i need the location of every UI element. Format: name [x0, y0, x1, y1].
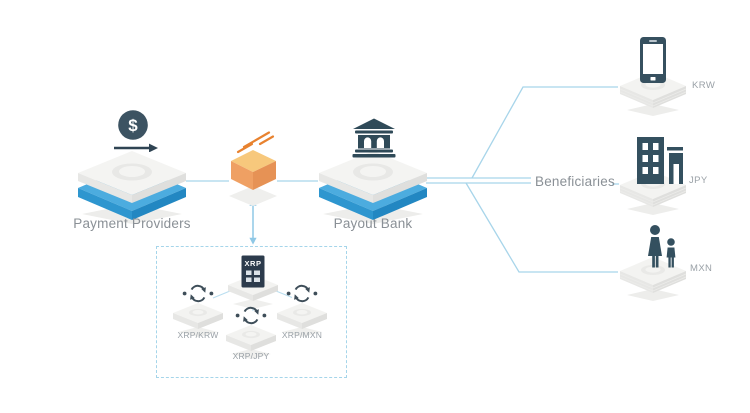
xrp-fx-box — [156, 246, 347, 378]
xrp-ledger-text: XRP — [245, 259, 262, 268]
xrp-jpy-label: XRP/JPY — [232, 351, 270, 361]
payout-bank-platform — [319, 151, 427, 224]
krw-label: KRW — [692, 80, 716, 91]
exchange-arrows-icon — [286, 284, 318, 303]
phone-icon — [640, 37, 666, 83]
dollar-circle-arrow-icon: $ — [114, 110, 158, 152]
jpy-label: JPY — [689, 175, 708, 186]
beneficiaries-label: Beneficiaries — [535, 174, 615, 189]
mxn-label: MXN — [690, 263, 713, 274]
bank-icon — [352, 118, 396, 158]
xrp-ledger-icon: XRP — [241, 255, 265, 288]
payout-bank-label: Payout Bank — [333, 216, 413, 231]
orange-cube-icon — [229, 131, 277, 206]
exchange-arrows-icon — [182, 284, 214, 303]
xrp-krw-label: XRP/KRW — [177, 330, 219, 340]
svg-text:$: $ — [128, 116, 138, 135]
xrp-mxn-platform — [277, 303, 327, 337]
people-icon — [648, 225, 676, 268]
payment-providers-label: Payment Providers — [73, 216, 191, 231]
exchange-arrows-icon — [235, 306, 267, 325]
xrp-krw-platform — [173, 303, 223, 337]
arrow-down-head — [249, 237, 257, 245]
krw-platform — [619, 72, 687, 116]
building-icon — [637, 137, 683, 184]
xrp-mxn-label: XRP/MXN — [281, 330, 323, 340]
xrp-jpy-platform — [226, 325, 276, 359]
payment-providers-platform — [78, 151, 186, 224]
